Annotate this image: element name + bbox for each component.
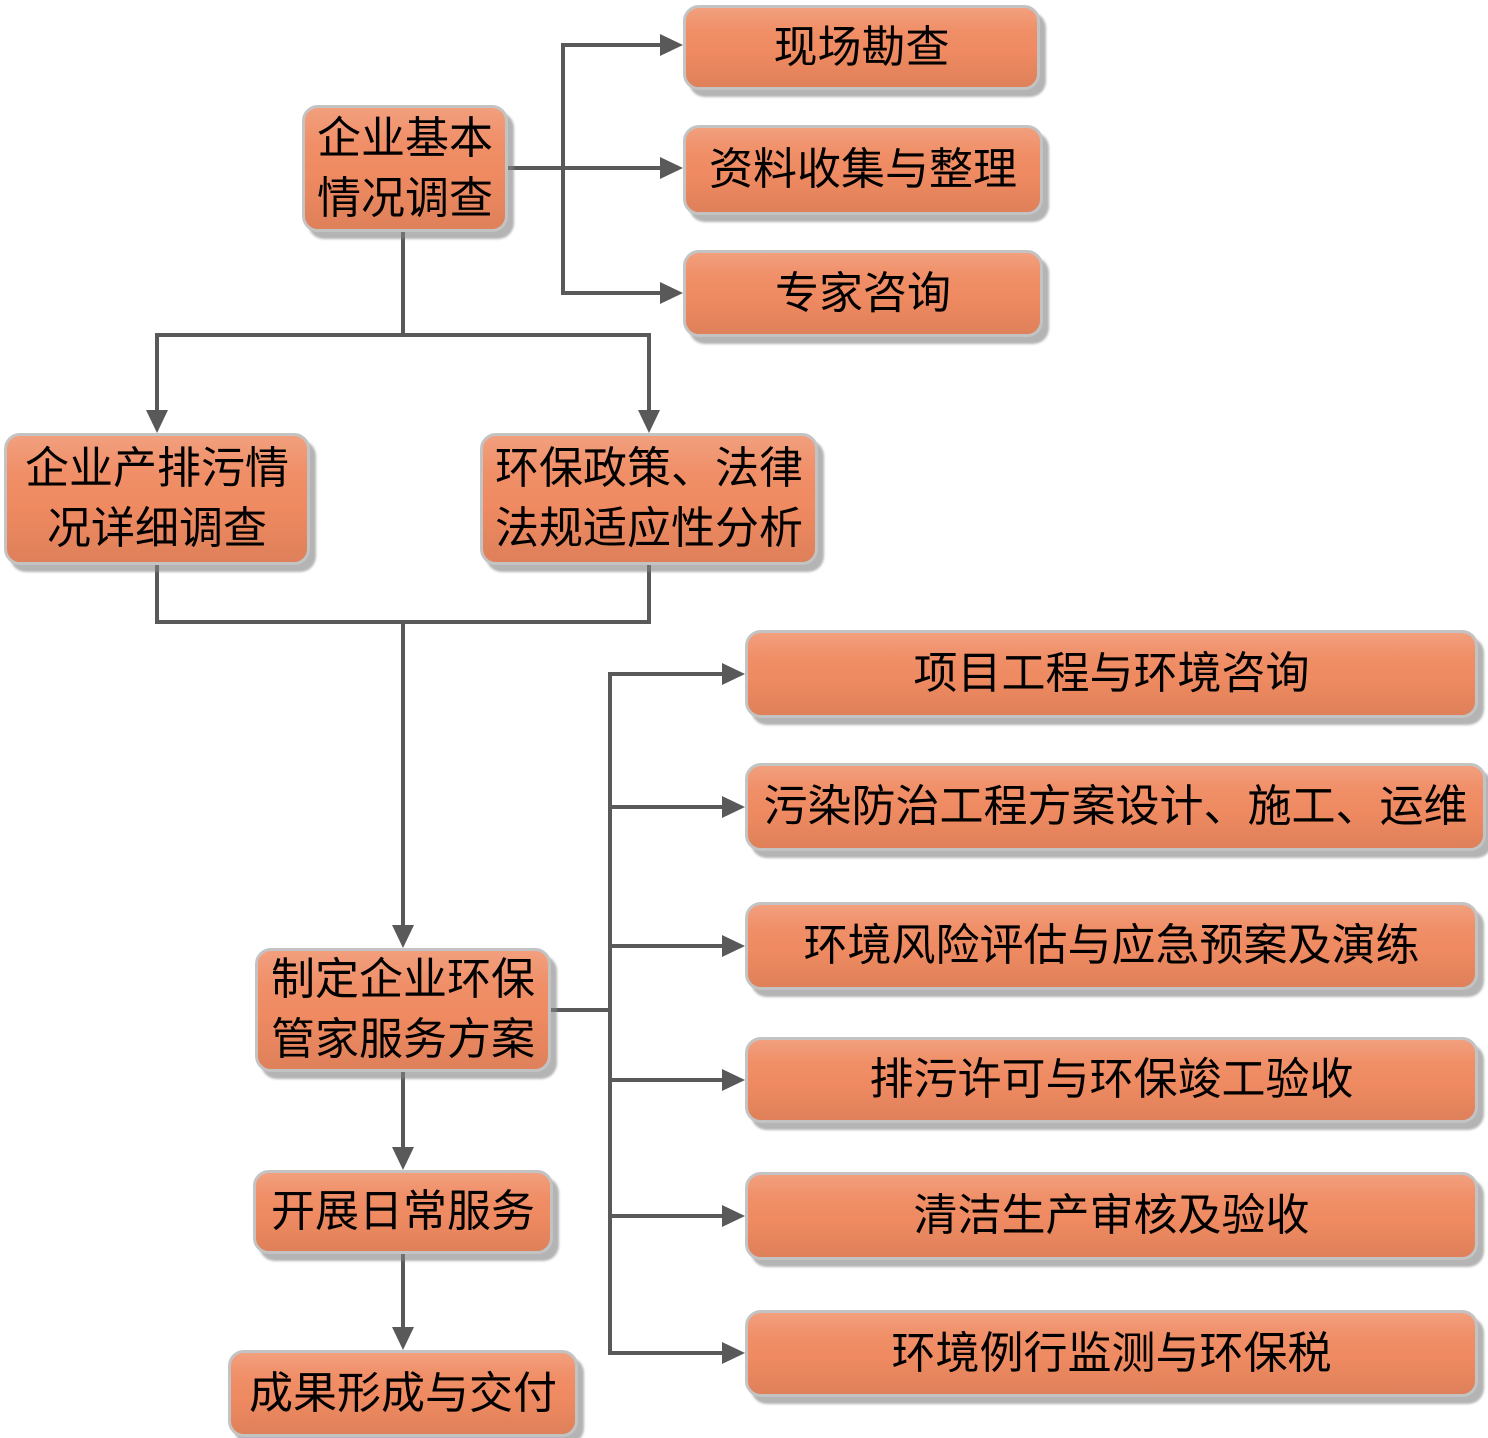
connector-line — [401, 232, 405, 335]
node-policy-analysis: 环保政策、法律 法规适应性分析 — [480, 433, 818, 565]
connector-line — [155, 333, 159, 410]
arrow-down-icon — [392, 1327, 414, 1350]
arrow-down-icon — [392, 925, 414, 948]
arrow-down-icon — [392, 1147, 414, 1170]
connector-line — [561, 43, 660, 47]
node-risk-assessment: 环境风险评估与应急预案及演练 — [745, 902, 1478, 990]
connector-line — [647, 565, 651, 622]
arrow-right-icon — [660, 34, 683, 56]
node-clean-production: 清洁生产审核及验收 — [745, 1172, 1478, 1260]
node-daily-service: 开展日常服务 — [253, 1170, 553, 1254]
connector-line — [508, 166, 660, 170]
connector-line — [608, 805, 722, 809]
arrow-right-icon — [722, 796, 745, 818]
connector-line — [608, 672, 722, 676]
connector-line — [551, 1008, 610, 1012]
arrow-right-icon — [722, 1342, 745, 1364]
arrow-down-icon — [146, 410, 168, 433]
connector-line — [155, 333, 651, 337]
connector-line — [608, 1351, 722, 1355]
arrow-right-icon — [722, 663, 745, 685]
connector-line — [401, 1254, 405, 1327]
connector-line — [401, 620, 405, 925]
node-monitoring-tax: 环境例行监测与环保税 — [745, 1310, 1478, 1397]
arrow-right-icon — [722, 1069, 745, 1091]
node-expert-consult: 专家咨询 — [683, 250, 1043, 337]
connector-line — [608, 1214, 722, 1218]
node-service-plan: 制定企业环保 管家服务方案 — [255, 948, 551, 1072]
connector-line — [561, 43, 565, 295]
arrow-down-icon — [638, 410, 660, 433]
connector-line — [155, 565, 159, 622]
node-basic-survey: 企业基本 情况调查 — [302, 105, 508, 232]
connector-line — [608, 1078, 722, 1082]
connector-line — [561, 291, 660, 295]
node-pollution-survey: 企业产排污情 况详细调查 — [4, 433, 310, 565]
arrow-right-icon — [722, 1205, 745, 1227]
connector-line — [401, 1072, 405, 1147]
node-pollution-control: 污染防治工程方案设计、施工、运维 — [745, 763, 1486, 851]
arrow-right-icon — [722, 935, 745, 957]
arrow-right-icon — [660, 282, 683, 304]
arrow-right-icon — [660, 157, 683, 179]
node-permit-acceptance: 排污许可与环保竣工验收 — [745, 1037, 1478, 1123]
connector-line — [608, 944, 722, 948]
node-deliverables: 成果形成与交付 — [228, 1350, 578, 1437]
connector-line — [647, 333, 651, 410]
node-site-survey: 现场勘查 — [683, 5, 1040, 90]
node-data-collection: 资料收集与整理 — [683, 125, 1043, 215]
connector-line — [608, 672, 612, 1355]
node-project-consult: 项目工程与环境咨询 — [745, 630, 1478, 718]
